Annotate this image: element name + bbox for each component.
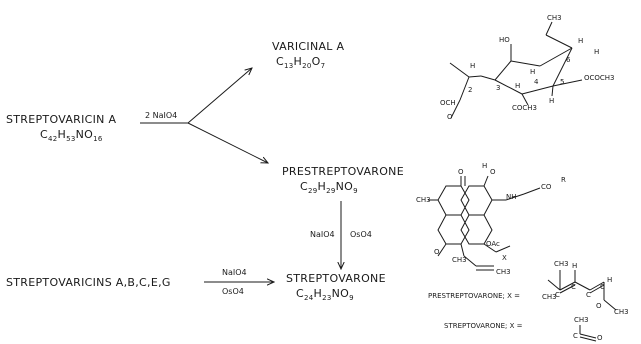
reagent-bottom-top: NaIO4 [222, 268, 247, 277]
sc-pre-label: C [555, 291, 560, 299]
sc-pre-label: CH3 [614, 308, 629, 316]
vs-locant: 5 [560, 78, 565, 86]
ns-label: O [434, 248, 440, 256]
varicinal-structure [449, 21, 583, 119]
vs-label: H [594, 48, 600, 56]
legend-prestreptovarone-x: PRESTREPTOVARONE; X = [428, 292, 521, 300]
reagent-cleavage: 2 NaIO4 [145, 111, 178, 120]
sc-pre-label: H [572, 262, 578, 270]
ns-label: O [490, 168, 496, 176]
sc-pre-label: C [600, 283, 605, 291]
streptovarone-name: STREPTOVARONE [286, 272, 386, 285]
ns-label: R [561, 176, 566, 184]
vs-locant: 3 [496, 84, 501, 92]
side-chain-strep [579, 325, 597, 342]
side-chain-pre [547, 270, 617, 311]
vs-locant: 4 [534, 78, 539, 86]
ns-label: CH3 [416, 196, 431, 204]
sc-pre-label: C [571, 283, 576, 291]
naphtho-structure [428, 175, 541, 271]
prestreptovarone-name: PRESTREPTOVARONE [282, 165, 404, 178]
vs-label: HO [499, 36, 510, 44]
sc-strep-label: CH3 [574, 316, 589, 324]
vs-label: OCH [440, 99, 456, 107]
prestreptovarone-formula: C29H29NO9 [300, 180, 358, 196]
vs-label: O [447, 113, 453, 121]
vs-label: OCOCH3 [584, 74, 615, 82]
ns-label: O [458, 168, 464, 176]
ns-label: X [502, 254, 507, 262]
sc-strep-label: O [597, 334, 603, 342]
streptovaricin-a-name: STREPTOVARICIN A [6, 113, 117, 126]
ns-label: OAc [486, 240, 500, 248]
vs-locant: 6 [566, 56, 571, 64]
sc-pre-label: C [586, 291, 591, 299]
vs-label: H [549, 97, 555, 105]
legend-streptovarone-x: STREPTOVARONE; X = [444, 322, 523, 330]
vs-label: H [530, 68, 536, 76]
streptovaricins-mix-name: STREPTOVARICINS A,B,C,E,G [6, 276, 171, 289]
vs-locant: 2 [468, 86, 473, 94]
streptovaricin-a-formula: C42H53NO16 [40, 128, 103, 144]
sc-strep-label: C [573, 332, 578, 340]
vs-label: COCH3 [512, 104, 538, 112]
varicinal-a-name: VARICINAL A [272, 40, 345, 53]
ns-label: CO [541, 183, 552, 191]
vs-label: H [578, 37, 584, 45]
varicinal-a-formula: C13H20O7 [276, 55, 326, 71]
reagent-down-left: NaIO4 [310, 230, 335, 239]
reagent-bottom-bottom: OsO4 [222, 287, 244, 296]
ns-label: H [482, 162, 488, 170]
sc-pre-label: CH3 [542, 293, 557, 301]
sc-pre-label: O [596, 302, 602, 310]
sc-pre-label: CH3 [554, 260, 569, 268]
arrow-to-varicinal [187, 68, 252, 124]
vs-label: H [470, 62, 476, 70]
reagent-down-right: OsO4 [350, 230, 372, 239]
vs-label: H [515, 82, 521, 90]
streptovarone-formula: C24H23NO9 [296, 287, 354, 303]
ns-label: NH [506, 193, 517, 201]
arrow-to-prestreptovarone [187, 122, 268, 163]
sc-pre-label: H [607, 276, 613, 284]
ns-label: CH3 [452, 256, 467, 264]
vs-label: CH3 [547, 14, 562, 22]
ns-label: CH3 [496, 268, 511, 276]
